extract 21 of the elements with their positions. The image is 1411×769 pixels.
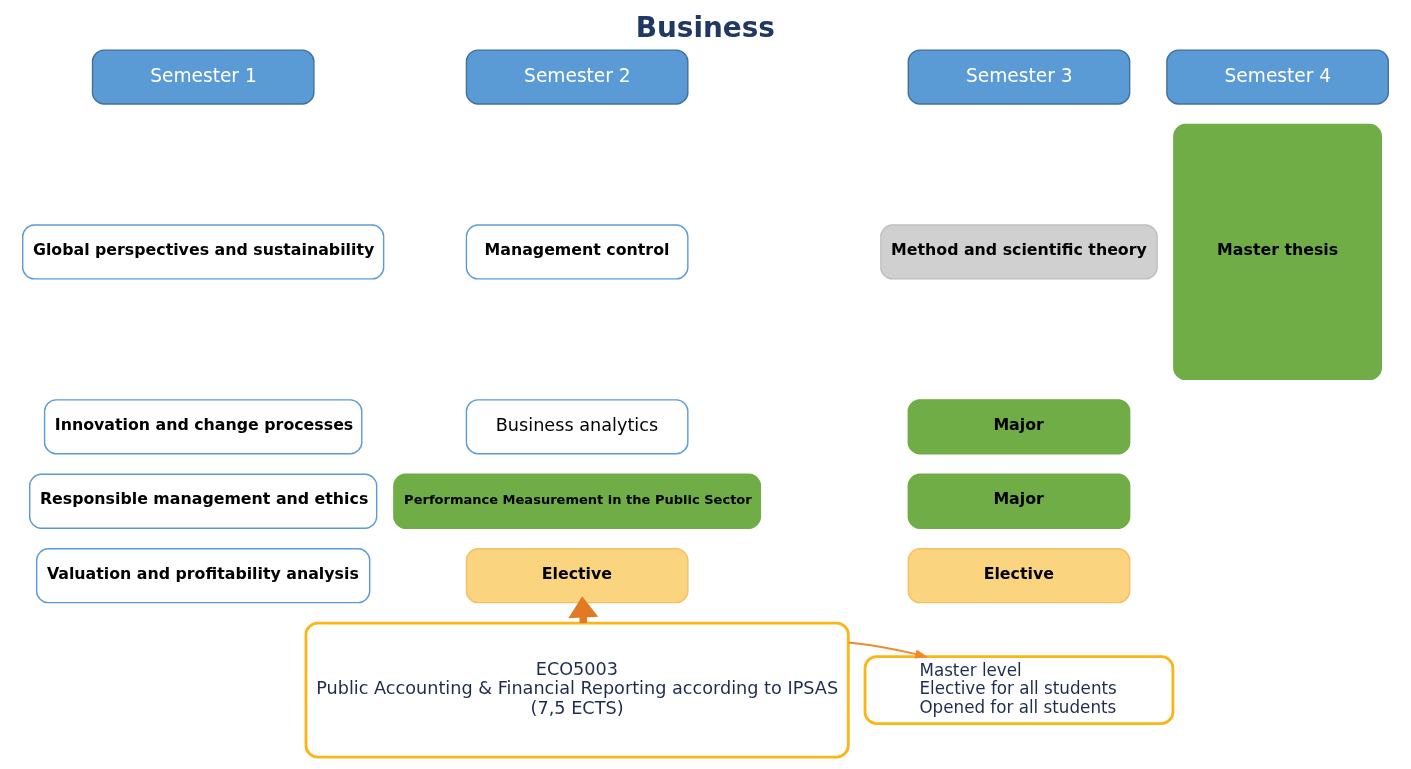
arrow [847,641,929,659]
node-box: Major [907,473,1131,529]
node-box: Management control [465,224,689,280]
node-box: Innovation and change processes [43,399,363,455]
node-box: Semester 1 [91,49,315,105]
node-box: Responsible management and ethics [29,473,378,529]
node-box: Master level Elective for all students Opened for all students [863,655,1175,725]
node-box: Master thesis [1173,123,1382,381]
node-box: Business analytics [465,399,689,455]
node-box: Performance Measurement in the Public Sector [393,473,762,529]
node-box: Semester 2 [465,49,689,105]
node-box: Elective [907,547,1131,604]
node-box: Valuation and profitability analysis [35,547,371,604]
node-box: Elective [465,547,689,604]
node-box: Semester 3 [907,49,1131,105]
node-box: Major [907,399,1131,455]
node-box: Method and scientific theory [880,224,1158,280]
diagram-title: Business [635,11,775,45]
node-box: ECO5003 Public Accounting & Financial Reporting according to IPSAS (7,5 ECTS) [304,621,850,759]
node-box: Global perspectives and sustainability [22,224,385,280]
node-box: Semester 4 [1166,49,1389,105]
